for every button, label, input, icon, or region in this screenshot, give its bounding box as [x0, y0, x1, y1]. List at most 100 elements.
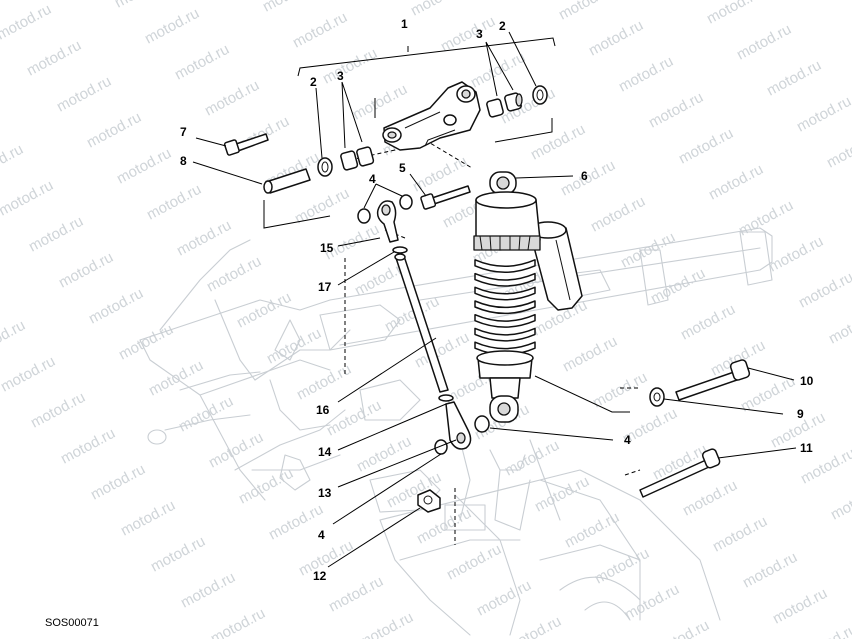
- watermark-text: motod.ru: [116, 321, 176, 364]
- watermark-text: motod.ru: [528, 121, 588, 164]
- watermark-text: motod.ru: [616, 53, 676, 96]
- watermark-text: motod.ru: [264, 325, 324, 368]
- watermark-text: motod.ru: [734, 21, 794, 64]
- watermark-text: motod.ru: [176, 393, 236, 436]
- callout-17: 17: [318, 280, 332, 294]
- watermark-text: motod.ru: [28, 389, 88, 432]
- watermark-text: motod.ru: [204, 253, 264, 296]
- watermark-text: motod.ru: [676, 125, 736, 168]
- watermark-text: motod.ru: [622, 581, 682, 624]
- callout-1: 1: [401, 17, 408, 31]
- watermark-text: motod.ru: [178, 569, 238, 612]
- watermark-text: motod.ru: [710, 513, 770, 556]
- washer-left: [317, 157, 333, 177]
- watermark-text: motod.ru: [56, 249, 116, 292]
- callout-13: 13: [318, 486, 332, 500]
- watermark-text: motod.ru: [142, 5, 202, 48]
- watermark-text: motod.ru: [652, 617, 712, 639]
- callout-2-left: 2: [310, 75, 317, 89]
- watermark-text: motod.ru: [88, 461, 148, 504]
- watermark-text: motod.ru: [468, 49, 528, 92]
- callout-11: 11: [800, 441, 813, 455]
- watermark-text: motod.ru: [828, 481, 852, 524]
- shock-absorber: [473, 171, 583, 423]
- assembly-guides: [263, 37, 641, 545]
- watermark-text: motod.ru: [356, 609, 416, 639]
- watermark-text: motod.ru: [206, 429, 266, 472]
- callout-8: 8: [180, 154, 187, 168]
- watermark-text: motod.ru: [474, 577, 534, 620]
- watermark-text: motod.ru: [24, 37, 84, 80]
- callout-3-left: 3: [337, 69, 344, 83]
- callout-15: 15: [320, 241, 334, 255]
- bolt-10: [675, 359, 751, 401]
- watermark-text: motod.ru: [0, 0, 24, 8]
- watermark-text: motod.ru: [704, 0, 764, 28]
- watermark-text: motod.ru: [560, 333, 620, 376]
- bushing-pair-left: [340, 146, 375, 171]
- watermark-text: motod.ru: [502, 437, 562, 480]
- watermark-text: motod.ru: [796, 269, 852, 312]
- watermark-text: motod.ru: [648, 265, 708, 308]
- watermark-text: motod.ru: [826, 305, 852, 348]
- watermark-text: motod.ru: [86, 285, 146, 328]
- drawing-code: SOS00071: [45, 617, 99, 629]
- bushing-pair-right: [486, 92, 523, 118]
- watermark-text: motod.ru: [234, 289, 294, 332]
- spring-coil: [474, 286, 536, 301]
- lock-nut-upper: [392, 246, 408, 254]
- spring-coil: [474, 300, 536, 315]
- small-bushings-upper: [357, 194, 413, 224]
- spring-coil: [474, 272, 536, 287]
- watermark-text: motod.ru: [0, 317, 28, 360]
- spacer-12: [417, 489, 441, 513]
- watermark-text: motod.ru: [290, 9, 350, 52]
- callout-14: 14: [318, 445, 332, 459]
- rod-end-lower: [438, 394, 472, 450]
- bolt-11: [639, 448, 721, 498]
- small-bushings-lower: [434, 415, 490, 455]
- watermark-text: motod.ru: [326, 573, 386, 616]
- watermark-text: motod.ru: [0, 1, 54, 44]
- callout-4-middle: 4: [624, 433, 631, 447]
- shock-spring: [474, 259, 536, 356]
- spring-coil: [474, 313, 536, 328]
- watermark-text: motod.ru: [320, 45, 380, 88]
- watermark-text: motod.ru: [680, 477, 740, 520]
- spring-coil: [474, 259, 536, 274]
- watermark-text: motod.ru: [118, 497, 178, 540]
- watermark-text: motod.ru: [324, 397, 384, 440]
- watermark-text: motod.ru: [0, 353, 58, 396]
- watermark-text: motod.ru: [112, 0, 172, 12]
- callout-4-lower: 4: [318, 528, 325, 542]
- watermark-text: motod.ru: [350, 81, 410, 124]
- watermark-text: motod.ru: [764, 57, 824, 100]
- watermark-text: motod.ru: [0, 141, 26, 184]
- watermark-text: motod.ru: [678, 301, 738, 344]
- adjuster-rod: [394, 253, 449, 393]
- bolt-5: [420, 185, 471, 210]
- callout-16: 16: [316, 403, 330, 417]
- watermark-text: motod.ru: [144, 181, 204, 224]
- spring-coil: [474, 327, 536, 342]
- bolt-7: [223, 133, 269, 156]
- watermark-text: motod.ru: [260, 0, 320, 16]
- callout-10: 10: [800, 374, 814, 388]
- washer-9: [649, 387, 665, 407]
- watermark-text: motod.ru: [114, 145, 174, 188]
- watermark-text: motod.ru: [202, 77, 262, 120]
- watermark-text: motod.ru: [588, 193, 648, 236]
- watermark-text: motod.ru: [558, 157, 618, 200]
- watermark-text: motod.ru: [444, 541, 504, 584]
- callout-2-right: 2: [499, 19, 506, 33]
- rocker-link: [382, 81, 481, 151]
- callout-labels: 1 2 2 3 3 4 4 4 5 6 7 8 9 10 11 12 13 14…: [180, 17, 814, 583]
- watermark-text: motod.ru: [562, 509, 622, 552]
- watermark-text: motod.ru: [58, 425, 118, 468]
- watermark-text: motod.ru: [770, 585, 830, 628]
- watermark-text: motod.ru: [586, 17, 646, 60]
- rod-end-upper: [376, 200, 399, 243]
